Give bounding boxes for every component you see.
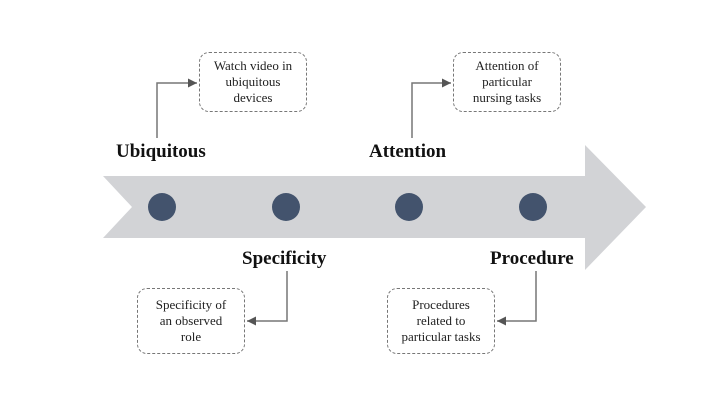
connector-ubiquitous — [156, 78, 197, 138]
connector-procedure — [497, 271, 537, 326]
description-line: an observed — [159, 313, 223, 328]
stage-label-attention: Attention — [369, 141, 447, 162]
description-line: devices — [233, 90, 273, 105]
stage-label-specificity: Specificity — [242, 248, 327, 269]
description-box-ubiquitous: Watch video in ubiquitous devices — [199, 52, 307, 112]
description-line: particular — [482, 74, 532, 89]
stage-label-ubiquitous: Ubiquitous — [116, 141, 206, 162]
connector-specificity — [247, 271, 288, 326]
description-line: related to — [416, 313, 466, 328]
description-line: Attention of — [475, 58, 539, 73]
description-line: nursing tasks — [472, 90, 542, 105]
stage-marker-ubiquitous — [148, 193, 176, 221]
stage-label-procedure: Procedure — [490, 248, 574, 269]
stage-marker-procedure — [519, 193, 547, 221]
description-line: ubiquitous — [225, 74, 281, 89]
connector-attention — [411, 78, 451, 138]
description-box-procedure: Procedures related to particular tasks — [387, 288, 495, 354]
description-line: particular tasks — [401, 329, 481, 344]
description-line: Watch video in — [213, 58, 293, 73]
description-line: Specificity of — [155, 297, 227, 312]
description-box-attention: Attention of particular nursing tasks — [453, 52, 561, 112]
timeline-arrow — [103, 145, 646, 270]
stage-marker-specificity — [272, 193, 300, 221]
stage-marker-attention — [395, 193, 423, 221]
description-line: Procedures — [412, 297, 470, 312]
description-box-specificity: Specificity of an observed role — [137, 288, 245, 354]
description-line: role — [180, 329, 202, 344]
